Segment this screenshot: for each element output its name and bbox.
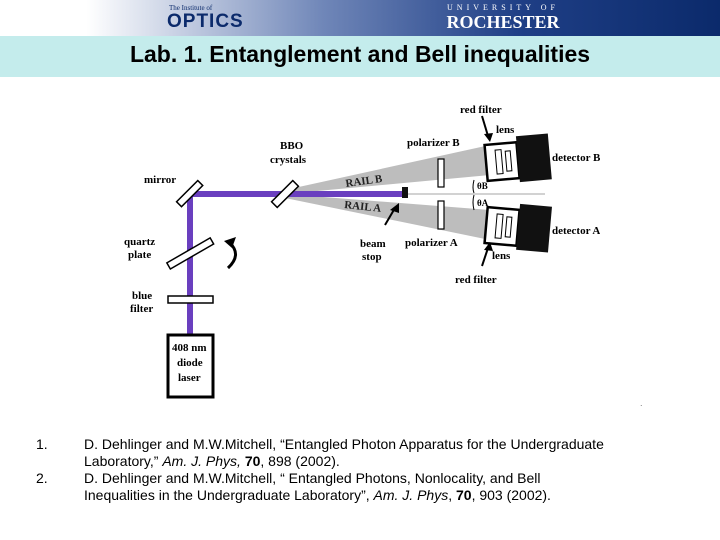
- red-filter-bottom-arrowhead: [484, 242, 493, 251]
- label-beam-2: stop: [362, 251, 382, 263]
- reference-pages: , 903 (2002).: [471, 487, 551, 503]
- detector-b-assembly: [483, 133, 552, 183]
- label-beam-1: beam: [360, 238, 386, 250]
- reference-number: 2.: [36, 470, 48, 486]
- reference-pages: , 898 (2002).: [260, 453, 340, 469]
- red-filter-bottom-arrow: [481, 247, 489, 267]
- label-blue-2: filter: [130, 303, 153, 315]
- label-bbo-1: BBO: [280, 140, 304, 152]
- theta-a-arc: [472, 194, 475, 211]
- label-laser-3: laser: [178, 372, 201, 384]
- rail-b-cone: [285, 145, 490, 194]
- polarizer-a: [437, 200, 445, 230]
- lens-b: [494, 149, 504, 175]
- reference-authors-tail: Inequalities in the Undergraduate Labora…: [84, 487, 374, 503]
- header-banner: The Institute of OPTICS UNIVERSITY OF RO…: [0, 0, 720, 36]
- reference-journal: Am. J. Phys: [373, 487, 449, 503]
- university-of-rochester-logo: UNIVERSITY OF ROCHESTER: [438, 2, 568, 34]
- laser-beam: [187, 191, 407, 345]
- label-laser-2: diode: [177, 357, 203, 369]
- label-rail-a: RAIL A: [344, 199, 382, 215]
- mirror: [175, 179, 204, 208]
- label-lens-bottom: lens: [492, 250, 511, 262]
- optics-logo-small: The Institute of: [169, 4, 213, 12]
- label-quartz-1: quartz: [124, 236, 155, 248]
- reference-journal: Am. J. Phys,: [162, 453, 241, 469]
- footnote-mark: .: [640, 398, 643, 408]
- detector-a-body: [516, 203, 552, 253]
- detector-b-body: [515, 133, 552, 183]
- blue-filter: [167, 295, 214, 304]
- red-filter-a: [504, 216, 513, 238]
- optics-logo-big: OPTICS: [167, 11, 244, 32]
- label-red-filter-bottom: red filter: [455, 274, 497, 286]
- title-bar: [0, 36, 720, 77]
- red-filter-b: [504, 150, 513, 172]
- institute-of-optics-logo: The Institute of OPTICS: [163, 3, 263, 33]
- reference-text: D. Dehlinger and M.W.Mitchell, “ Entangl…: [84, 470, 694, 504]
- label-lens-top: lens: [496, 124, 515, 136]
- label-blue-1: blue: [132, 290, 152, 302]
- label-rail-b: RAIL B: [345, 173, 384, 190]
- theta-b-arc: [472, 179, 475, 194]
- rochester-logo-small: UNIVERSITY OF: [447, 3, 559, 12]
- slide-title: Lab. 1. Entanglement and Bell inequaliti…: [129, 41, 591, 67]
- reference-line-2: Inequalities in the Undergraduate Labora…: [84, 487, 694, 504]
- reference-text: D. Dehlinger and M.W.Mitchell, “Entangle…: [84, 436, 694, 470]
- bbo-crystals: [270, 179, 300, 209]
- label-laser-1: 408 nm: [172, 342, 207, 354]
- label-quartz-2: plate: [128, 249, 151, 261]
- rail-a-cone: [285, 194, 490, 240]
- beam-stop: [402, 187, 408, 198]
- reference-separator: ,: [448, 487, 456, 503]
- label-theta-a: θA: [477, 198, 489, 208]
- diode-laser: [166, 333, 215, 399]
- detector-a-assembly: [483, 203, 552, 253]
- reference-volume: 70: [244, 453, 261, 469]
- label-polarizer-a: polarizer A: [405, 237, 458, 249]
- reference-authors-tail: Laboratory,”: [84, 453, 163, 469]
- label-bbo-2: crystals: [270, 154, 307, 166]
- label-detector-a: detector A: [552, 225, 600, 237]
- red-filter-top-arrowhead: [484, 133, 493, 142]
- polarizer-b: [437, 158, 445, 188]
- label-polarizer-b: polarizer B: [407, 137, 460, 149]
- reference-line-1: D. Dehlinger and M.W.Mitchell, “ Entangl…: [84, 470, 541, 486]
- reference-line-1: D. Dehlinger and M.W.Mitchell, “Entangle…: [84, 436, 604, 452]
- lens-a: [494, 213, 504, 239]
- label-mirror: mirror: [144, 174, 176, 186]
- beam-stop-arrowhead: [390, 203, 399, 213]
- label-detector-b: detector B: [552, 152, 600, 164]
- rochester-logo-big: ROCHESTER: [446, 12, 560, 32]
- label-theta-b: θB: [477, 181, 488, 191]
- label-red-filter-top: red filter: [460, 104, 502, 116]
- quartz-plate: [165, 236, 215, 270]
- red-filter-top-arrow: [481, 115, 489, 137]
- rotation-arrowhead: [224, 237, 236, 248]
- reference-line-2: Laboratory,” Am. J. Phys, 70, 898 (2002)…: [84, 453, 694, 470]
- reference-number: 1.: [36, 436, 48, 452]
- entanglement-setup-diagram: red filter lens BBO crystals polarizer B…: [124, 104, 600, 399]
- reference-volume: 70: [455, 487, 472, 503]
